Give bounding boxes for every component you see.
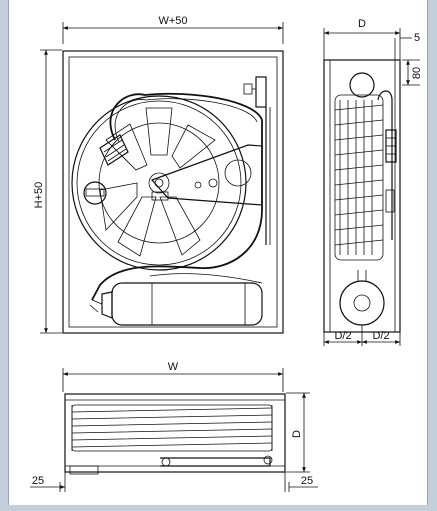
front-width-dimension: W+50 [62, 15, 284, 44]
front-height-dimension: H+50 [33, 49, 62, 334]
top-width-dimension: W [62, 361, 284, 392]
hose-line [91, 92, 263, 301]
front-cabinet-outer [62, 50, 284, 334]
top-cabinet [64, 393, 286, 473]
top-right-margin-dimension: 25 [284, 472, 318, 492]
side-half-depth-left-label: D/2 [334, 330, 351, 342]
front-width-label: W+50 [158, 15, 187, 27]
inlet-valve [243, 76, 267, 108]
side-coiled-hose [334, 90, 393, 261]
side-offset-dimension: 5 [394, 32, 420, 60]
top-coiled-hose [71, 404, 273, 452]
fire-extinguisher [89, 273, 263, 326]
side-depth-dimension: D [323, 18, 401, 60]
side-extinguisher [339, 270, 385, 326]
top-left-margin-dimension: 25 [30, 472, 66, 492]
side-top-gap-label: 80 [411, 67, 423, 79]
side-half-depth-right-label: D/2 [372, 330, 389, 342]
top-depth-label: D [291, 430, 303, 438]
stop-valve [83, 181, 107, 205]
side-reel-hub [349, 72, 375, 98]
top-right-margin-label: 25 [301, 475, 313, 487]
front-view: W+50 H+50 [33, 15, 284, 334]
hose-nozzle [99, 134, 129, 166]
drawing-sheet [8, 0, 428, 505]
top-view: W D 25 [30, 361, 318, 492]
top-width-label: W [168, 361, 179, 373]
top-depth-dimension: D [286, 392, 310, 473]
side-nozzle [385, 129, 397, 213]
top-left-margin-label: 25 [32, 475, 44, 487]
side-top-gap-dimension: 80 [402, 59, 423, 86]
front-cabinet-inner [68, 56, 278, 328]
side-depth-label: D [358, 18, 366, 30]
side-view: D 5 80 [323, 18, 423, 346]
side-half-depth-dimensions: D/2 D/2 [323, 325, 401, 346]
front-height-label: H+50 [33, 182, 45, 209]
side-offset-label: 5 [414, 32, 420, 44]
